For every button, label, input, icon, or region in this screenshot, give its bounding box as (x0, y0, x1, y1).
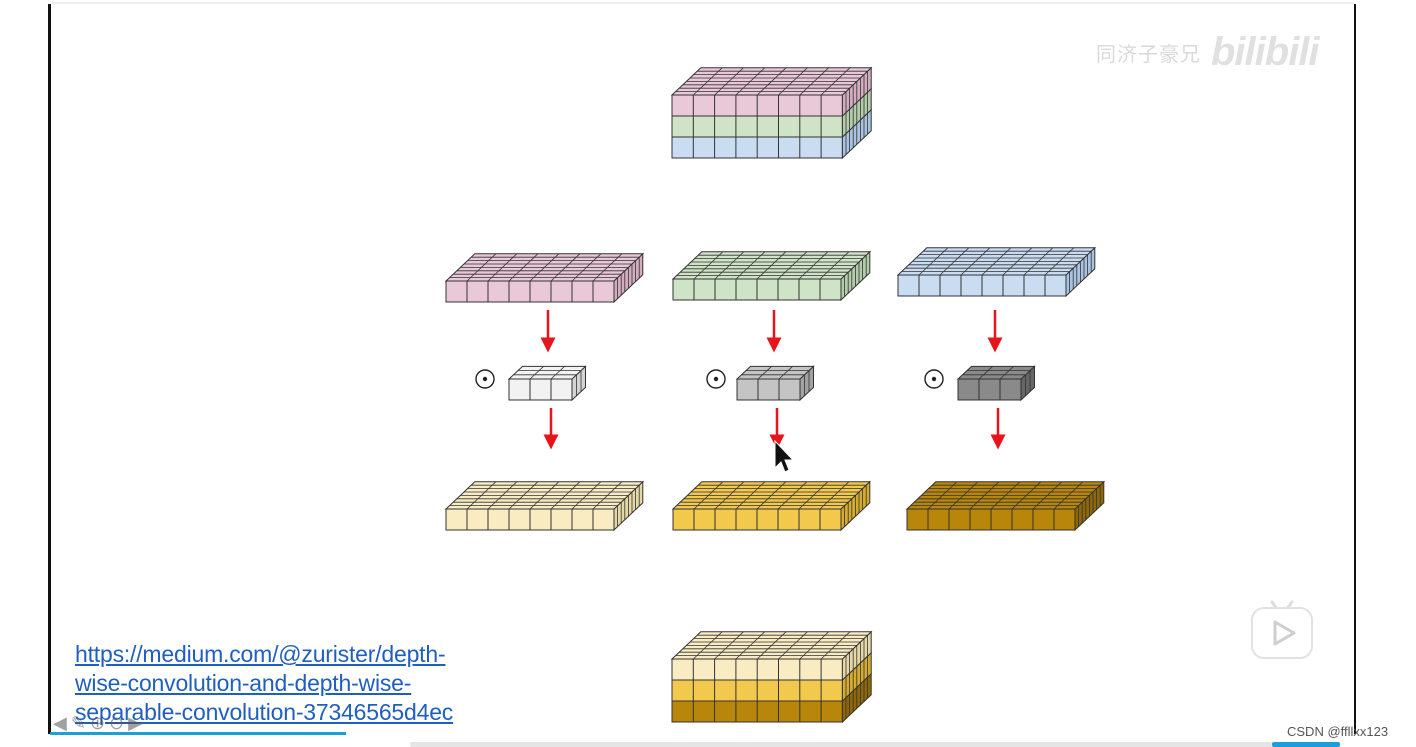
nav-prev-icon[interactable]: ◀ (53, 713, 67, 733)
reference-link-line1: https://medium.com/@zurister/depth- (75, 641, 446, 667)
kernel-light (507, 365, 587, 402)
zoom-out-icon[interactable]: ⊖ (109, 713, 125, 733)
channel-blue (896, 246, 1097, 298)
zoom-in-icon[interactable]: ⊕ (89, 713, 106, 733)
play-tv-icon (1251, 600, 1313, 659)
output-mid (671, 480, 872, 532)
input-volume (670, 66, 873, 160)
pen-icon[interactable]: ✎ (70, 713, 86, 733)
reference-link-line3: separable-convolution-37346565d4ec (75, 699, 454, 725)
progress-bar-left (50, 732, 346, 735)
hadamard-operator-icon (924, 369, 944, 389)
output-light (444, 480, 645, 532)
channel-pink (444, 252, 645, 304)
bilibili-watermark: 同济子豪兄 bilibili (1096, 30, 1336, 74)
kernel-dark (956, 365, 1036, 402)
hadamard-operator-icon (706, 369, 726, 389)
output-dark (905, 480, 1106, 532)
slide-top-border (51, 2, 1354, 4)
csdn-watermark-label: CSDN @ffllxx123 (1287, 724, 1389, 739)
nav-next-icon[interactable]: ▶ (128, 713, 142, 733)
reference-link[interactable]: https://medium.com/@zurister/depth- wise… (75, 640, 495, 727)
slide-nav-toolbar: ◀ ✎ ⊕ ⊖ ▶ (53, 712, 142, 734)
play-tv-button[interactable] (1250, 598, 1314, 662)
scroll-track[interactable] (410, 742, 1272, 747)
slide-right-border (1354, 4, 1356, 734)
stacked-output-volume (670, 630, 873, 724)
channel-green (671, 250, 872, 302)
kernel-mid (735, 365, 815, 402)
watermark-text: 同济子豪兄 (1096, 43, 1201, 66)
hadamard-operator-icon (475, 369, 495, 389)
mouse-cursor-icon (774, 439, 795, 473)
slide-left-border (48, 4, 51, 734)
bilibili-logo: bilibili (1211, 29, 1320, 74)
reference-link-line2: wise-convolution-and-depth-wise- (75, 670, 412, 696)
scroll-thumb[interactable] (1272, 742, 1340, 747)
